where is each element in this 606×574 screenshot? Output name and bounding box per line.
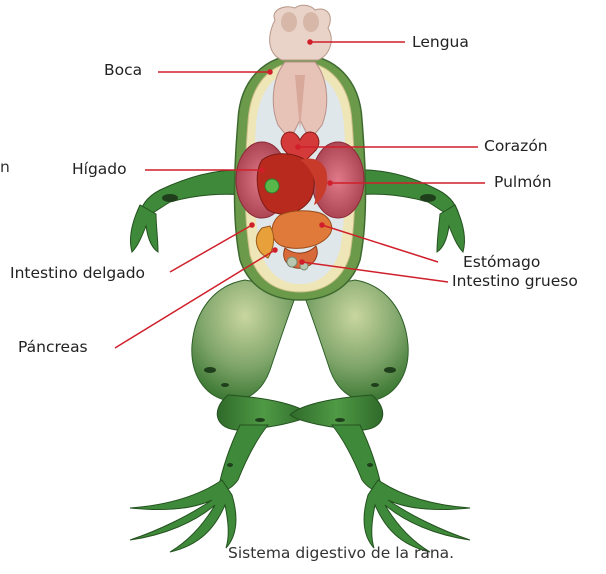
label-lengua: Lengua — [412, 35, 469, 51]
label-intestino-grueso: Intestino grueso — [452, 274, 578, 290]
label-boca: Boca — [104, 63, 142, 79]
left-arm — [130, 170, 252, 252]
label-intestino-delgado: Intestino delgado — [10, 266, 145, 282]
label-corazon: Corazón — [484, 139, 548, 155]
label-higado: Hígado — [72, 162, 127, 178]
label-pulmon: Pulmón — [494, 175, 552, 191]
head — [270, 5, 332, 60]
label-pancreas: Páncreas — [18, 340, 88, 356]
mouth-structure — [273, 62, 326, 140]
figure-caption: Sistema digestivo de la rana. — [228, 546, 454, 562]
hind-legs — [130, 280, 470, 552]
label-estomago: Estómago — [463, 255, 540, 271]
edge-text-fragment: n — [0, 160, 10, 176]
